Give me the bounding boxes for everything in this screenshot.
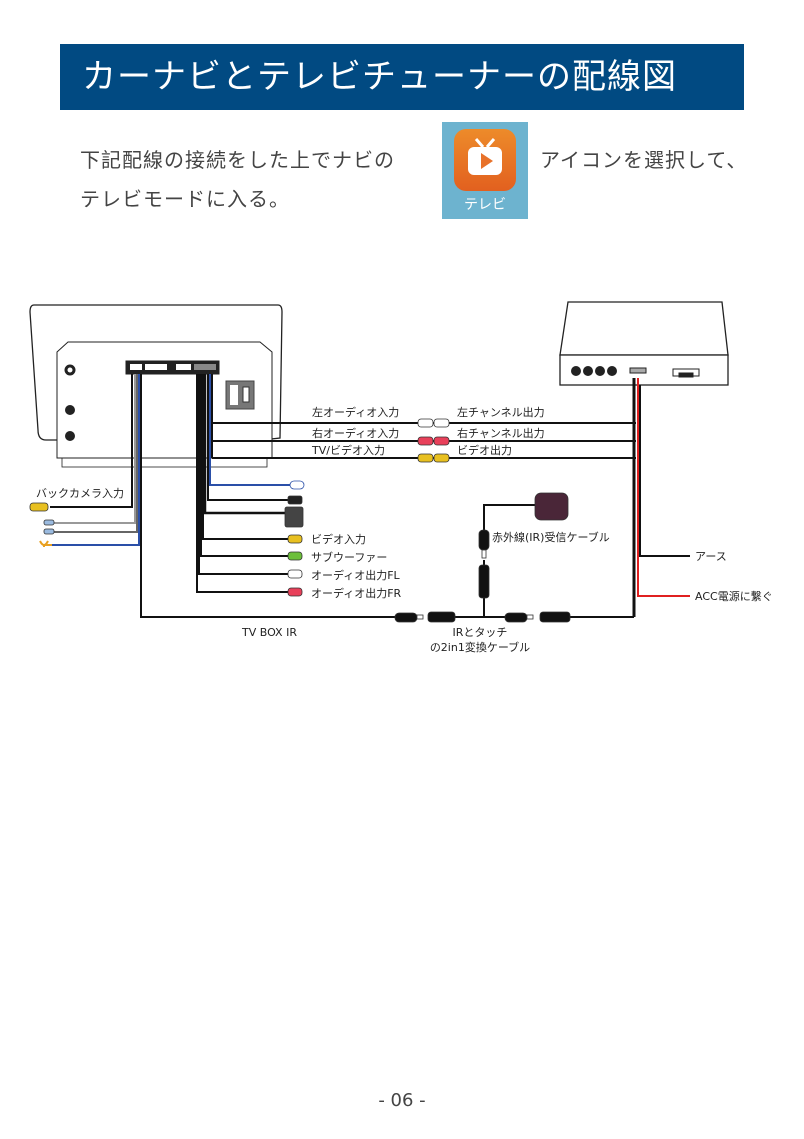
label-right-channel-out: 右チャンネル出力 xyxy=(457,426,545,440)
label-tv-box-ir: TV BOX IR xyxy=(241,626,297,639)
label-tv-video-in: TV/ビデオ入力 xyxy=(311,443,385,457)
label-right-audio-in: 右オーディオ入力 xyxy=(312,426,399,440)
label-back-camera-in: バックカメラ入力 xyxy=(36,487,124,500)
label-left-audio-in: 左オーディオ入力 xyxy=(312,405,399,419)
instruction-line2: テレビモードに入る。 xyxy=(80,187,290,211)
instruction-line1-after: アイコンを選択して、 xyxy=(540,148,748,172)
tv-app-label: テレビ xyxy=(464,197,506,213)
head-unit xyxy=(29,304,283,468)
label-converter-2: の2in1変換ケーブル xyxy=(430,640,530,654)
label-left-channel-out: 左チャンネル出力 xyxy=(457,405,545,419)
label-acc: ACC電源に繋ぐ xyxy=(695,589,773,603)
label-ir-cable: 赤外線(IR)受信ケーブル xyxy=(492,530,610,544)
page-number: - 06 - xyxy=(378,1090,426,1111)
tv-tuner-box xyxy=(559,301,729,386)
instruction-line1-before: 下記配線の接続をした上でナビの xyxy=(80,148,395,172)
tv-app-icon: テレビ xyxy=(442,122,528,219)
tv-play-icon xyxy=(454,129,516,191)
label-audio-out-fr: オーディオ出力FR xyxy=(311,586,402,600)
page-title: カーナビとテレビチューナーの配線図 xyxy=(60,44,744,110)
label-subwoofer: サブウーファー xyxy=(311,550,387,564)
connectors xyxy=(29,418,571,623)
label-video-out: ビデオ出力 xyxy=(457,443,512,457)
wires xyxy=(50,374,690,618)
label-converter-1: IRとタッチ xyxy=(453,626,508,639)
label-video-in: ビデオ入力 xyxy=(311,532,366,546)
label-ground: アース xyxy=(695,550,727,563)
label-audio-out-fl: オーディオ出力FL xyxy=(311,568,401,582)
